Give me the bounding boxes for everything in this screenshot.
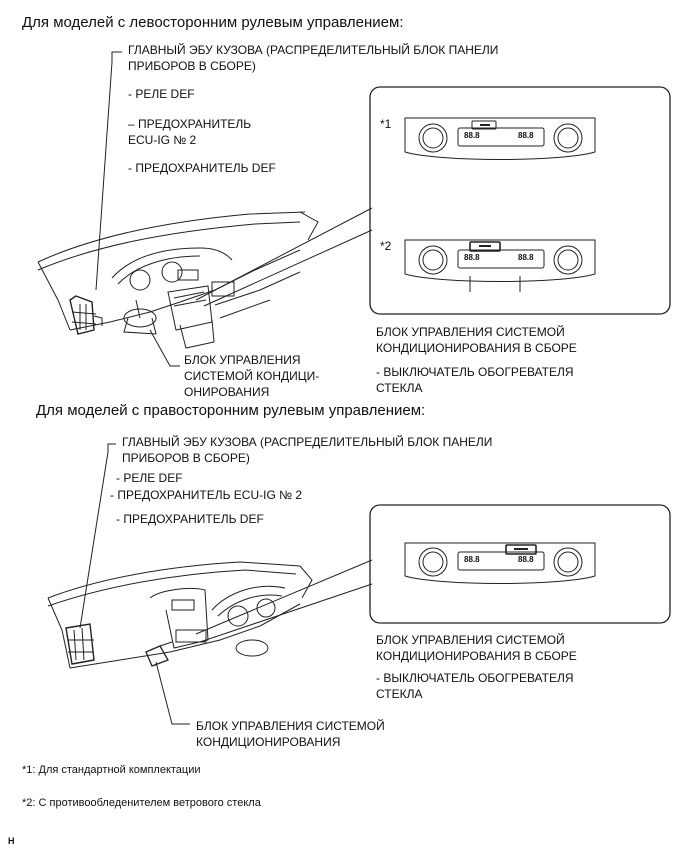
lhd-fuse-def: - ПРЕДОХРАНИТЕЛЬ DEF: [128, 161, 276, 175]
lhd-leader-lines: [95, 51, 373, 367]
lhd-p2-display-left: 88.8: [464, 253, 480, 262]
rhd-display-left: 88.8: [464, 555, 480, 564]
rhd-switch-line2: СТЕКЛА: [376, 687, 423, 701]
lhd-switch-line2: СТЕКЛА: [376, 381, 423, 395]
lhd-mark-2: *2: [380, 239, 392, 253]
lhd-relay-def: - РЕЛЕ DEF: [128, 87, 195, 101]
lhd-p2-display-right: 88.8: [518, 253, 534, 262]
rhd-ac-panel: [404, 542, 596, 584]
lhd-main-ecu-line2: ПРИБОРОВ В СБОРЕ): [128, 59, 256, 73]
rhd-relay-def: - РЕЛЕ DEF: [116, 471, 183, 485]
lhd-detail-box: [369, 86, 671, 315]
rhd-fuse-ecu-ig: - ПРЕДОХРАНИТЕЛЬ ECU-IG № 2: [110, 488, 303, 502]
rhd-panel-label-line2: КОНДИЦИОНИРОВАНИЯ В СБОРЕ: [376, 649, 577, 663]
lhd-switch-line1: - ВЫКЛЮЧАТЕЛЬ ОБОГРЕВАТЕЛЯ: [376, 365, 574, 379]
rhd-main-ecu-line2: ПРИБОРОВ В СБОРЕ): [122, 451, 250, 465]
rhd-display-right: 88.8: [518, 555, 534, 564]
lhd-p1-display-right: 88.8: [518, 131, 534, 140]
rhd-fuse-def: - ПРЕДОХРАНИТЕЛЬ DEF: [116, 512, 264, 526]
rhd-heading: Для моделей с правосторонним рулевым упр…: [36, 402, 426, 419]
lhd-heading: Для моделей с левосторонним рулевым упра…: [22, 14, 404, 31]
rhd-switch-line1: - ВЫКЛЮЧАТЕЛЬ ОБОГРЕВАТЕЛЯ: [376, 671, 574, 685]
lhd-panel-label-line1: БЛОК УПРАВЛЕНИЯ СИСТЕМОЙ: [376, 325, 565, 339]
rhd-ac-unit-line1: БЛОК УПРАВЛЕНИЯ СИСТЕМОЙ: [196, 719, 385, 733]
lhd-dashboard-illustration: [37, 211, 319, 349]
lhd-mark-1: *1: [380, 117, 392, 131]
rhd-leader-lines: [79, 443, 373, 725]
lhd-fuse-ecu-ig-line2: ECU-IG № 2: [128, 133, 197, 147]
rhd-main-ecu-line1: ГЛАВНЫЙ ЭБУ КУЗОВА (РАСПРЕДЕЛИТЕЛЬНЫЙ БЛ…: [122, 435, 493, 449]
lhd-ac-unit-line2: СИСТЕМОЙ КОНДИЦИ-: [184, 369, 320, 383]
lhd-ac-panel-standard: [404, 117, 596, 160]
lhd-main-ecu-line1: ГЛАВНЫЙ ЭБУ КУЗОВА (РАСПРЕДЕЛИТЕЛЬНЫЙ БЛ…: [128, 43, 499, 57]
lhd-panel-label-line2: КОНДИЦИОНИРОВАНИЯ В СБОРЕ: [376, 341, 577, 355]
footnote-1: *1: Для стандартной комплектации: [22, 764, 201, 776]
rhd-detail-box: [369, 504, 671, 624]
rhd-ac-unit-line2: КОНДИЦИОНИРОВАНИЯ: [196, 735, 341, 749]
lhd-ac-panel-deicer: [404, 239, 596, 292]
lhd-ac-unit-line1: БЛОК УПРАВЛЕНИЯ: [184, 353, 301, 367]
rhd-dashboard-illustration: [47, 561, 313, 669]
corner-mark: H: [8, 836, 15, 846]
footnote-2: *2: С противообледенителем ветрового сте…: [22, 797, 261, 809]
lhd-fuse-ecu-ig-line1: – ПРЕДОХРАНИТЕЛЬ: [128, 117, 252, 131]
lhd-ac-unit-line3: ОНИРОВАНИЯ: [184, 385, 270, 399]
lhd-p1-display-left: 88.8: [464, 131, 480, 140]
rhd-panel-label-line1: БЛОК УПРАВЛЕНИЯ СИСТЕМОЙ: [376, 633, 565, 647]
